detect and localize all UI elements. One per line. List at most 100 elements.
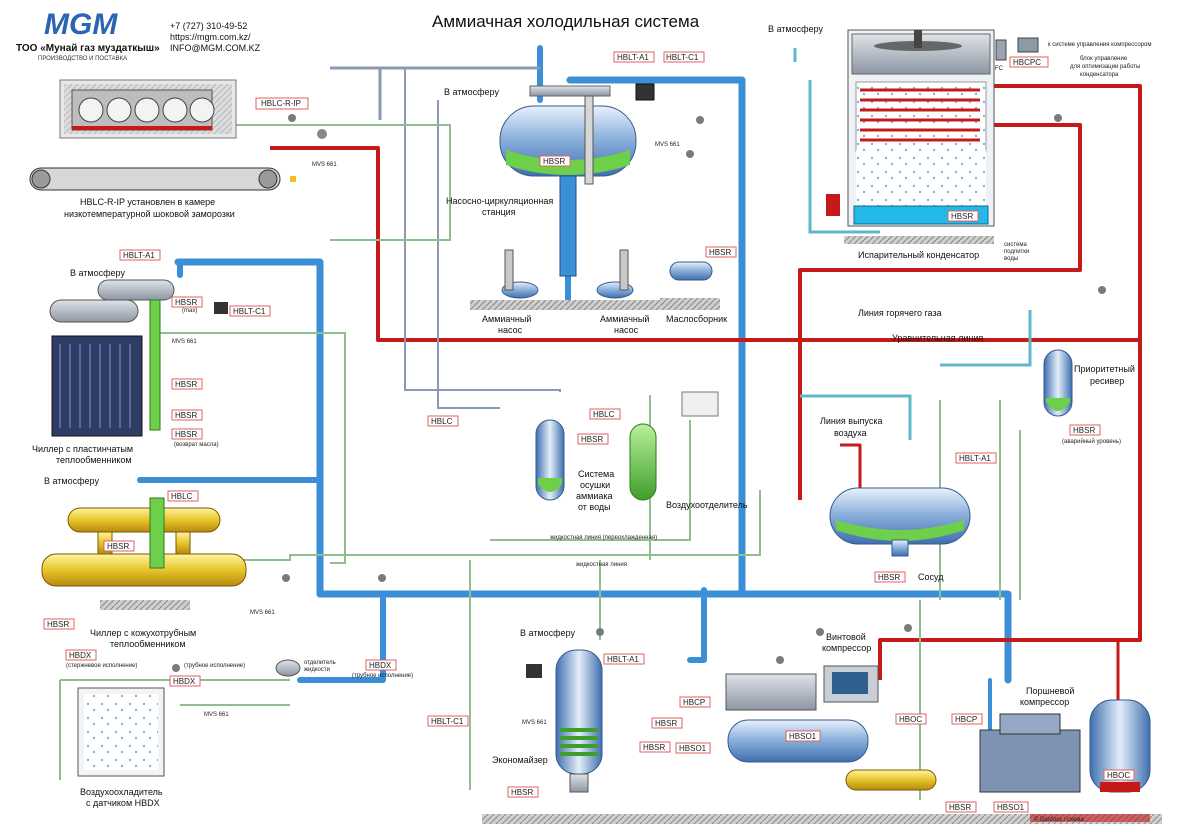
tag-shell-hblc[interactable]: HBLC [171, 492, 193, 501]
vessel [829, 487, 971, 557]
tag-screw-hbcp[interactable]: HBCP [683, 698, 705, 707]
tag-pump-hbsr[interactable]: HBSR [543, 157, 565, 166]
tag-econ-hbsr-2[interactable]: HBSR [643, 743, 665, 752]
company-email[interactable]: INFO@MGM.COM.KZ [170, 43, 261, 53]
dryer-1: Система [578, 469, 614, 479]
shell-chiller-2: теплообменником [110, 639, 186, 649]
vessel-label: Сосуд [918, 572, 944, 582]
fan-icon [78, 97, 215, 123]
tag-receiver-hbsr[interactable]: HBSR [1073, 426, 1095, 435]
emergency-level: (аварийный уровень) [1062, 438, 1121, 445]
ammonia-pumps [470, 249, 720, 310]
liquid-sep-1: отделитель [304, 660, 336, 666]
freezer-note-2: низкотемпературной шоковой заморозки [64, 209, 235, 219]
oil-return-note: (возврат масла) [174, 442, 219, 448]
tube-version: (трубное исполнение) [184, 663, 245, 669]
tag-mvs-pump: MVS 661 [655, 142, 680, 148]
tag-econ-hbsr-3[interactable]: HBSR [511, 788, 533, 797]
tag-mvs-freezer: MVS 661 [312, 162, 337, 168]
to-atmosphere-shell: В атмосферу [44, 476, 99, 486]
tag-separator-hbdx[interactable]: HBDX [369, 661, 392, 670]
pump-station-label-2: станция [482, 207, 516, 217]
liquid-sep-2: жидкости [304, 667, 330, 673]
tag-plate-hbsr-3[interactable]: HBSR [175, 411, 197, 420]
tag-dryer-hblc[interactable]: HBLC [431, 417, 453, 426]
company-header: MGM ТОО «Мунай газ муздаткыш» ПРОИЗВОДСТ… [16, 8, 261, 62]
tag-fc: FC [995, 66, 1004, 72]
liquid-subcooled-label: жидкостная линия (переохлажденная) [550, 535, 657, 541]
to-atmosphere-economizer: В атмосферу [520, 628, 575, 638]
tag-dryer-hbsr[interactable]: HBSR [581, 435, 603, 444]
pump-a-label-2: насос [498, 325, 523, 335]
tag-hbcpc[interactable]: HBCPC [1013, 58, 1041, 67]
dryer-4: от воды [578, 502, 611, 512]
valve-icon[interactable] [317, 129, 327, 139]
tag-shell-hbsr[interactable]: HBSR [107, 542, 129, 551]
tag-hblc-r-ip[interactable]: HBLC-R-IP [261, 99, 301, 108]
evap-condenser-label: Испарительный конденсатор [858, 250, 979, 260]
tag-air-hblc[interactable]: HBLC [593, 410, 615, 419]
tag-cooler-hbdx[interactable]: HBDX [69, 651, 92, 660]
fan-icon [874, 30, 962, 51]
company-site[interactable]: https://mgm.com.kz/ [170, 32, 251, 42]
opt-unit-2: для оптимизации работы [1070, 64, 1140, 70]
level-display-icon[interactable] [526, 664, 542, 678]
tag-screw-hbso1-2[interactable]: HBSO1 [679, 744, 707, 753]
plate-max-note: (max) [182, 308, 197, 314]
tag-econ-hblt-c1[interactable]: HBLT-C1 [431, 717, 464, 726]
air-vent-line-2: воздуха [834, 428, 867, 438]
pump-b-label-1: Аммиачный [600, 314, 649, 324]
tag-vessel-hblt-a1[interactable]: HBLT-A1 [959, 454, 991, 463]
tag-cooler-hbdx-2[interactable]: HBDX [173, 677, 196, 686]
to-atmosphere-condenser: В атмосферу [768, 24, 823, 34]
opt-unit-1: блок управление [1080, 56, 1128, 62]
tag-shell-hbsr-2[interactable]: HBSR [47, 620, 69, 629]
conveyor [29, 167, 281, 191]
company-phone: +7 (727) 310-49-52 [170, 21, 247, 31]
tag-oil-hbsr[interactable]: HBSR [709, 248, 731, 257]
tag-condenser-hbsr[interactable]: HBSR [951, 212, 973, 221]
priority-receiver [1043, 349, 1073, 417]
controller-icon[interactable] [1017, 37, 1039, 53]
tag-screw-hbsr[interactable]: HBSR [949, 803, 971, 812]
valve-icon[interactable] [172, 114, 1106, 672]
to-atmosphere-plate: В атмосферу [70, 268, 125, 278]
priority-receiver-2: ресивер [1090, 376, 1124, 386]
tag-screw-hbso1[interactable]: HBSO1 [789, 732, 817, 741]
bottom-note: © Danfoss / схема [1034, 816, 1084, 823]
tag-econ-hbsr[interactable]: HBSR [655, 719, 677, 728]
tag-piston-hboc[interactable]: HBOC [1107, 771, 1130, 780]
tag-econ-hblt-a1[interactable]: HBLT-A1 [607, 655, 639, 664]
tag-plate-hbsr-4[interactable]: HBSR [175, 430, 197, 439]
tag-piston-hbcp[interactable]: HBCP [955, 715, 977, 724]
tag-plate-hblt-c1[interactable]: HBLT-C1 [233, 307, 266, 316]
tag-piston-hbso1[interactable]: HBSO1 [997, 803, 1025, 812]
hot-gas-line-label: Линия горячего газа [858, 308, 942, 318]
rod-version: (стержневое исполнение) [66, 663, 137, 669]
oil-collector [660, 261, 720, 306]
tag-vessel-hbsr[interactable]: HBSR [878, 573, 900, 582]
tag-pump-hblt-a1[interactable]: HBLT-A1 [617, 53, 649, 62]
shell-chiller-1: Чиллер с кожухотрубным [90, 628, 196, 638]
fc-drive-icon[interactable] [995, 39, 1007, 61]
freezer-note-1: HBLC-R-IP установлен в камере [80, 197, 215, 207]
makeup-water-2: подпитки [1004, 249, 1029, 255]
shock-freezer [29, 79, 296, 191]
tag-plate-hbsr-2[interactable]: HBSR [175, 380, 197, 389]
level-display-icon[interactable] [214, 302, 228, 314]
tag-plate-hblt-a1[interactable]: HBLT-A1 [123, 251, 155, 260]
level-display-icon[interactable] [635, 83, 655, 101]
pipes [59, 45, 1142, 800]
piston-comp-1: Поршневой [1026, 686, 1074, 696]
pump-station-label-1: Насосно-циркуляционная [446, 196, 553, 206]
air-separator-label: Воздухоотделитель [666, 500, 748, 510]
tag-screw-hboc[interactable]: HBOC [899, 715, 922, 724]
tag-pump-hblt-c1[interactable]: HBLT-C1 [666, 53, 699, 62]
piston-compressor [979, 699, 1151, 793]
air-cooler [77, 687, 165, 777]
air-cooler-1: Воздухоохладитель [80, 787, 163, 797]
tag-plate-hbsr-max[interactable]: HBSR [175, 298, 197, 307]
company-logo: MGM [44, 8, 118, 41]
to-compressor-control: к системе управления компрессором [1048, 42, 1151, 48]
dryer-3: аммиака [576, 491, 613, 501]
